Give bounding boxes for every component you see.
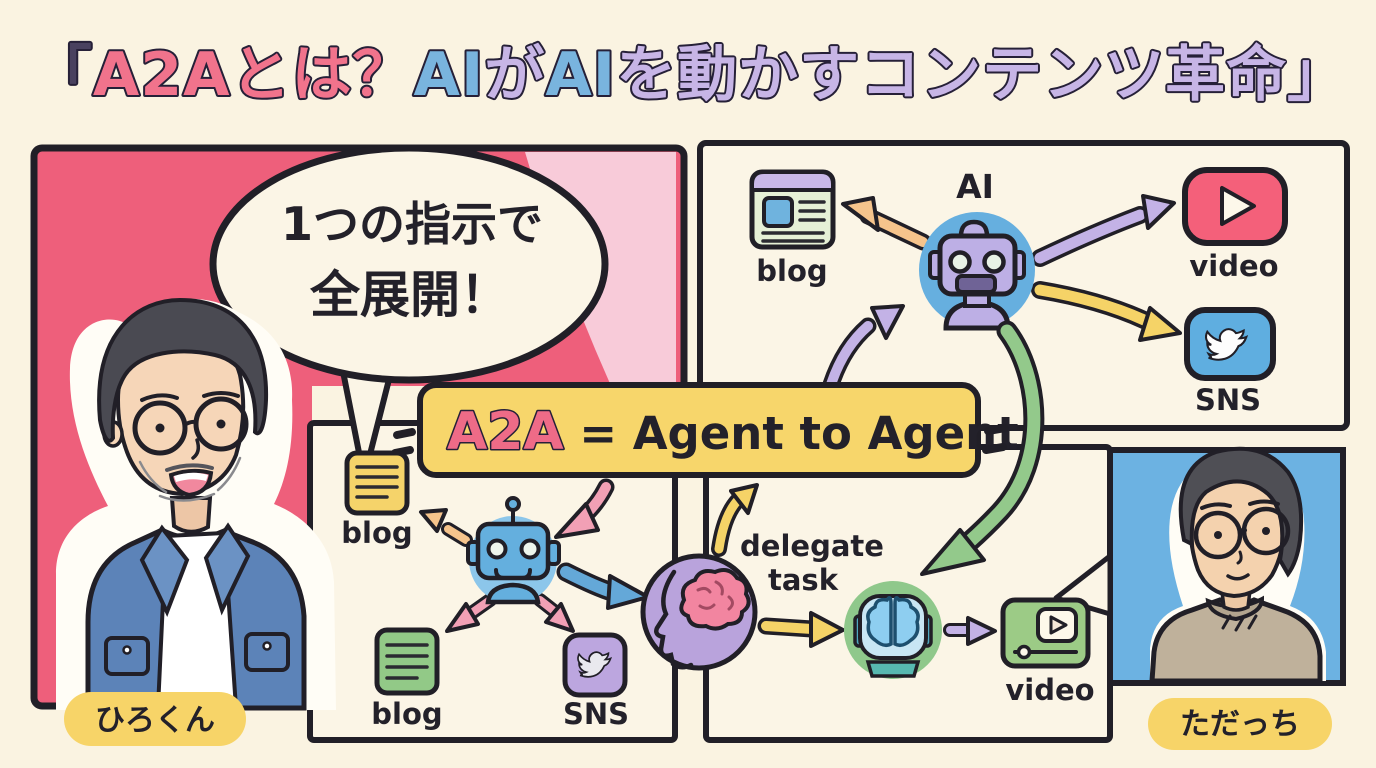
glasses-icon [1193,510,1243,560]
label-blog2: blog [371,697,442,731]
banner-text: A2A = Agent to Agent [447,402,1019,462]
blog-doc-green-icon [374,627,440,696]
arrow-ai-to-sns [1031,281,1182,342]
hair [97,297,269,443]
blog-doc-yellow-icon [344,450,410,516]
name-pill-hirokun: ひろくん [64,692,246,746]
arrow-robot-to-blog1 [419,508,473,547]
ai-robot-icon [919,212,1035,331]
label-video-top: video [1189,249,1278,283]
sns-icon-top [1184,307,1276,381]
glasses-icon [132,400,188,456]
label-delegate-2: task [768,563,839,597]
arrow-brain-to-agent2 [757,611,845,648]
arrow-ai-to-blog [841,196,932,251]
banner-definition: Agent to Agent [633,407,1019,460]
speech-bubble-line1: 1つの指示で [281,197,543,251]
label-sns2: SNS [563,697,629,731]
title-a2a: A2A [93,40,231,110]
hirokun-avatar [56,297,336,711]
title-bracket-open: 「 [32,40,93,110]
arrow-agent2-to-video [943,616,997,646]
label-blog-top-panel: blog [756,254,827,288]
title-rest: を動かすコンテンツ革命」 [616,40,1348,110]
label-video-flow: video [1005,673,1094,707]
arrow-ai-to-agent2 [920,320,1045,576]
arrow-robot-to-sns2 [533,593,575,633]
blog-browser-icon [749,169,836,250]
arrow-ai-to-video [1031,194,1176,267]
worker-robot-icon [466,496,561,605]
page-title: 「A2Aとは？AIがAIを動かすコンテンツ革命」 [32,40,1348,110]
title-towa: とは？ [231,40,414,110]
tadacchi-avatar [1149,446,1326,684]
title-ai-2: AI [545,40,616,110]
title-ai-1: AI [414,40,485,110]
banner-equals: = [564,407,633,460]
a2a-banner: A2A = Agent to Agent [391,382,1019,478]
banner-term: A2A [447,402,564,462]
tadacchi-name: ただっち [1180,707,1300,742]
label-ai: AI [956,167,994,206]
name-pill-tadacchi: ただっち [1148,698,1332,750]
arrow-banner-to-robot [554,478,615,539]
arrow-robot-to-brain [556,562,650,610]
sns-icon-flow [562,632,628,698]
hirokun-name: ひろくん [95,703,215,738]
label-blog1: blog [341,516,412,550]
banner-side-dashes [391,424,1009,457]
video-icon-flow [1000,597,1091,669]
human-brain-head-icon [640,553,758,671]
hair [1178,446,1304,578]
speech-bubble-line2: 全展開！ [309,266,510,324]
agent-brain-icon [844,581,942,679]
label-delegate-1: delegate [740,529,884,563]
label-sns-top: SNS [1195,383,1261,417]
video-icon-top [1182,167,1288,246]
speech-bubble: 1つの指示で 全展開！ [209,144,609,481]
twitter-bird-icon [1204,328,1249,361]
title-ga: が [484,40,545,110]
arrow-delegate-to-banner [711,483,759,557]
twitter-bird-icon [577,651,612,678]
